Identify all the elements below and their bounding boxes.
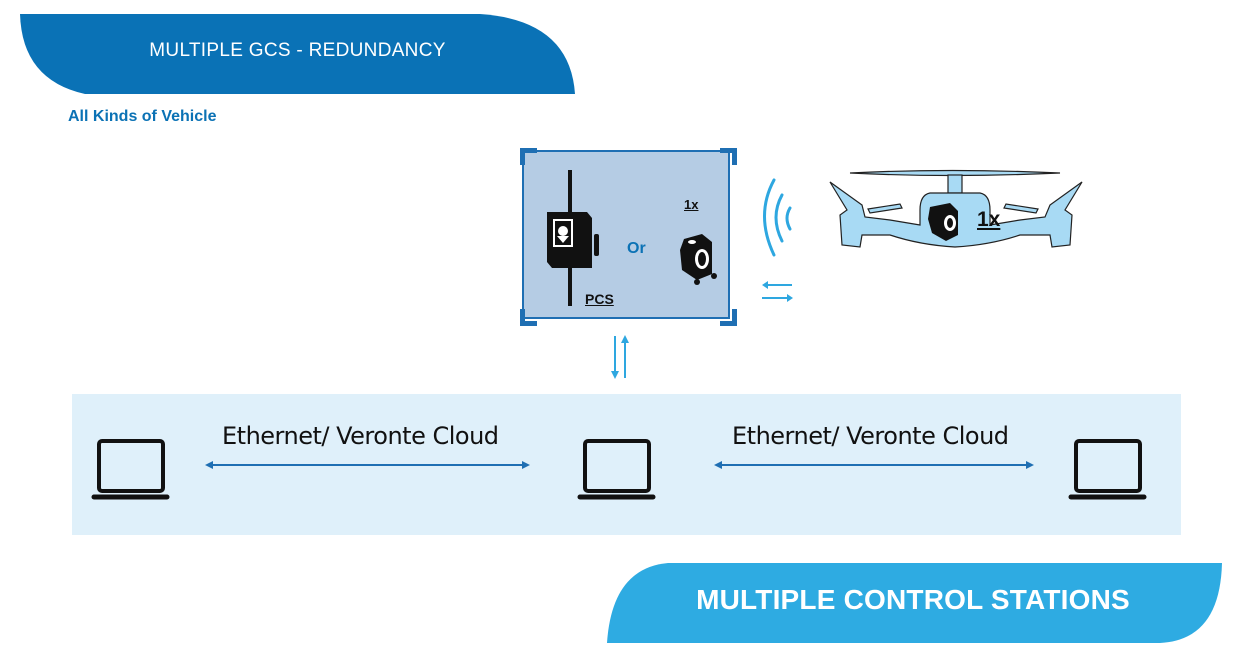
drone-illustration [829, 169, 1083, 248]
header-title: MULTIPLE GCS - REDUNDANCY [149, 40, 446, 61]
header-subtitle: All Kinds of Vehicle [68, 108, 217, 125]
pcs-network-arrows-icon [611, 335, 629, 379]
pcs-corner-bl [520, 309, 537, 326]
or-label: Or [627, 240, 646, 257]
link-arrow-right [714, 461, 1034, 469]
pcs-unit-icon [547, 212, 599, 268]
laptop-icon [577, 439, 656, 500]
autopilot-count-label: 1x [684, 197, 699, 212]
radio-link [762, 178, 793, 302]
footer-title: MULTIPLE CONTROL STATIONS [696, 584, 1130, 615]
link-arrow-left [205, 461, 530, 469]
laptop-icon [1068, 439, 1147, 500]
pcs-label: PCS [585, 291, 614, 307]
network-diagram [91, 439, 1147, 500]
laptop-icon [91, 439, 170, 500]
radio-waves-icon [763, 178, 792, 257]
pcs-device-illustration [547, 170, 717, 306]
pcs-corner-tr [720, 148, 737, 165]
bidirectional-arrows-icon [762, 281, 793, 302]
drone-autopilot-count: 1x [977, 208, 1001, 231]
drone-autopilot-icon [928, 203, 958, 241]
pcs-corner-tl [520, 148, 537, 165]
link-label-right: Ethernet/ Veronte Cloud [732, 422, 1009, 450]
autopilot-icon [680, 234, 717, 285]
pcs-corner-br [720, 309, 737, 326]
link-label-left: Ethernet/ Veronte Cloud [222, 422, 499, 450]
